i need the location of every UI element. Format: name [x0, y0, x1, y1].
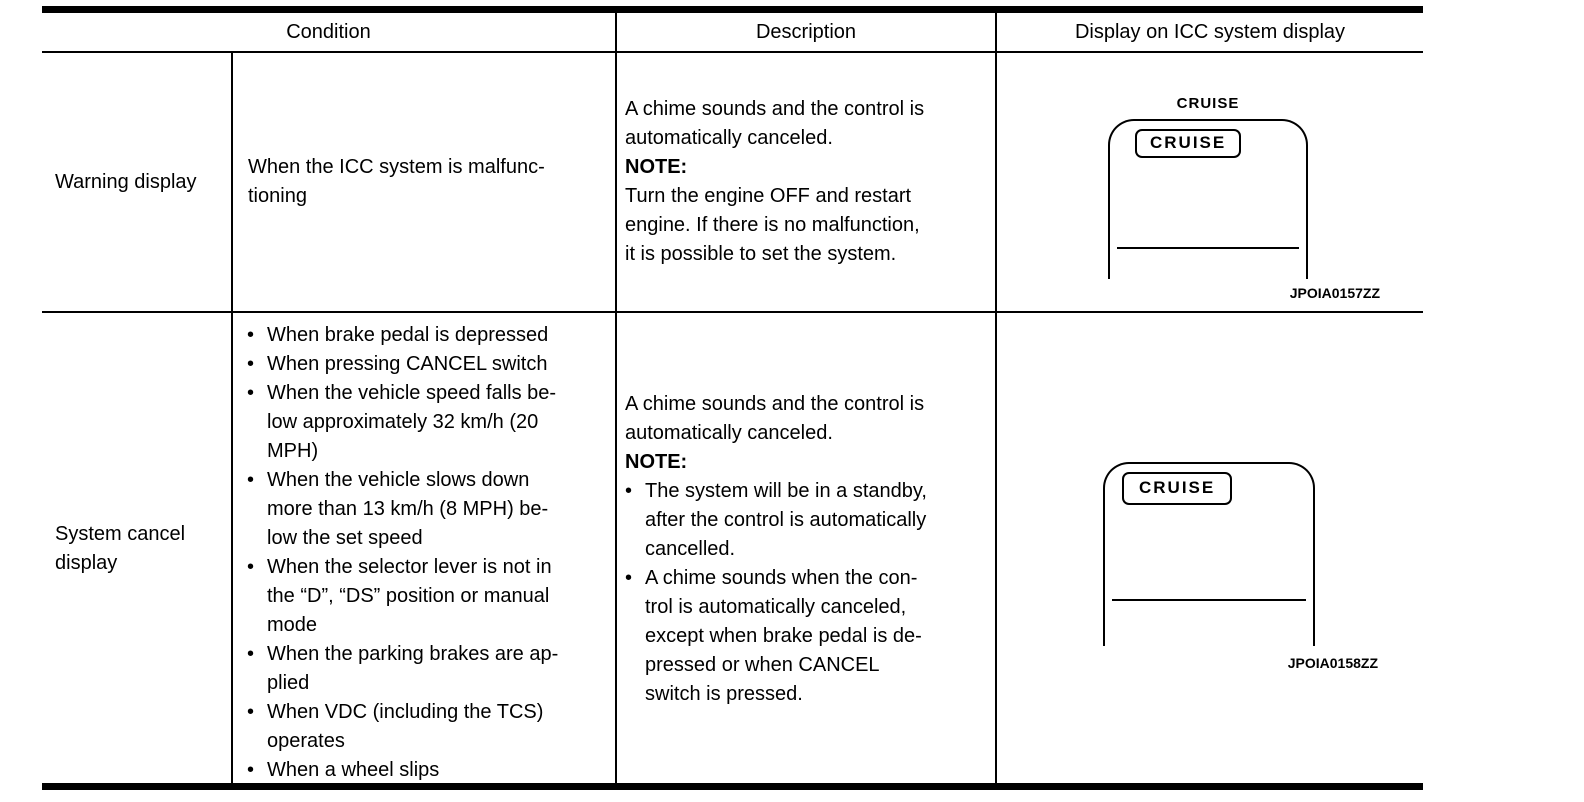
table-row-system-cancel-display: System cancel display • When brake pedal…: [42, 313, 1423, 785]
bullet-icon: •: [247, 556, 255, 578]
condition-bullet-item: • When the vehicle speed falls be- low a…: [247, 379, 613, 466]
condition-bullet-item: • When VDC (including the TCS) operates: [247, 698, 613, 756]
bullet-icon: •: [625, 479, 633, 502]
condition-bullet-text: When a wheel slips: [267, 759, 440, 781]
note-bullet-item: • A chime sounds when the con- trol is a…: [625, 564, 927, 709]
bullet-icon: •: [247, 353, 255, 375]
row-label: Warning display: [55, 170, 197, 193]
condition-bullet-item: • When brake pedal is depressed: [247, 321, 613, 350]
description-block: A chime sounds and the control is automa…: [625, 95, 924, 269]
note-label: NOTE:: [625, 450, 688, 473]
header-display: Display on ICC system display: [1074, 20, 1346, 43]
header-condition: Condition: [42, 13, 617, 51]
condition-bullet-text: When the vehicle speed falls be- low app…: [267, 382, 557, 462]
row-label: System cancel display: [55, 523, 186, 574]
condition-bullet-item: • When pressing CANCEL switch: [247, 350, 613, 379]
note-bullet-text: A chime sounds when the con- trol is aut…: [645, 566, 922, 705]
row-label-cell: Warning display: [42, 53, 233, 311]
description-intro: A chime sounds and the control is automa…: [625, 98, 925, 149]
figure-caption: JPOIA0158ZZ: [1287, 655, 1378, 671]
bullet-icon: •: [247, 324, 255, 346]
note-bullet-item: • The system will be in a standby, after…: [625, 477, 927, 564]
description-intro: A chime sounds and the control is automa…: [625, 392, 925, 444]
condition-bullet-text: When the vehicle slows down more than 13…: [267, 469, 549, 549]
display-divider-line: [1117, 247, 1299, 249]
note-label: NOTE:: [625, 156, 688, 178]
description-cell: A chime sounds and the control is automa…: [617, 313, 997, 785]
note-bullet-text: The system will be in a standby, after t…: [645, 479, 927, 560]
cruise-indicator: CRUISE: [1135, 129, 1242, 158]
condition-cell: • When brake pedal is depressed • When p…: [233, 313, 617, 785]
condition-bullet-text: When the parking brakes are ap- plied: [267, 643, 559, 694]
condition-cell: When the ICC system is malfunc- tioning: [233, 53, 617, 311]
bullet-icon: •: [247, 382, 255, 404]
condition-bullet-text: When pressing CANCEL switch: [267, 353, 548, 375]
table-row-warning-display: Warning display When the ICC system is m…: [42, 53, 1423, 313]
row-label-cell: System cancel display: [42, 313, 233, 785]
bullet-icon: •: [625, 566, 633, 589]
condition-text: When the ICC system is malfunc- tioning: [248, 156, 545, 207]
header-description: Description: [617, 13, 997, 51]
icc-display-panel: CRUISE: [1108, 119, 1308, 279]
condition-bullet-item: • When the selector lever is not in the …: [247, 553, 613, 640]
condition-bullet-item: • When the parking brakes are ap- plied: [247, 640, 613, 698]
icc-display-panel: CRUISE: [1103, 462, 1315, 646]
bullet-icon: •: [247, 701, 255, 723]
condition-bullet-text: When VDC (including the TCS) operates: [267, 701, 544, 752]
description-block: A chime sounds and the control is automa…: [625, 390, 927, 709]
bullet-icon: •: [247, 643, 255, 665]
bullet-icon: •: [247, 469, 255, 491]
condition-bullet-text: When brake pedal is depressed: [267, 324, 549, 346]
description-cell: A chime sounds and the control is automa…: [617, 53, 997, 311]
icc-display-table: Condition Description Display on ICC sys…: [42, 6, 1423, 790]
bullet-icon: •: [247, 759, 255, 781]
note-text: Turn the engine OFF and restart engine. …: [625, 185, 920, 265]
display-cell: CRUISE CRUISE JPOIA0157ZZ: [997, 53, 1423, 311]
condition-bullet-item: • When the vehicle slows down more than …: [247, 466, 613, 553]
table-header-row: Condition Description Display on ICC sys…: [42, 13, 1423, 53]
condition-bullet-text: When the selector lever is not in the “D…: [267, 556, 552, 636]
display-divider-line: [1112, 599, 1306, 601]
cruise-indicator: CRUISE: [1122, 472, 1233, 505]
display-cell: CRUISE JPOIA0158ZZ: [997, 313, 1423, 785]
figure-caption: JPOIA0157ZZ: [1289, 285, 1380, 301]
condition-bullet-item: • When a wheel slips: [247, 756, 613, 785]
cruise-top-label: CRUISE: [1176, 95, 1240, 112]
